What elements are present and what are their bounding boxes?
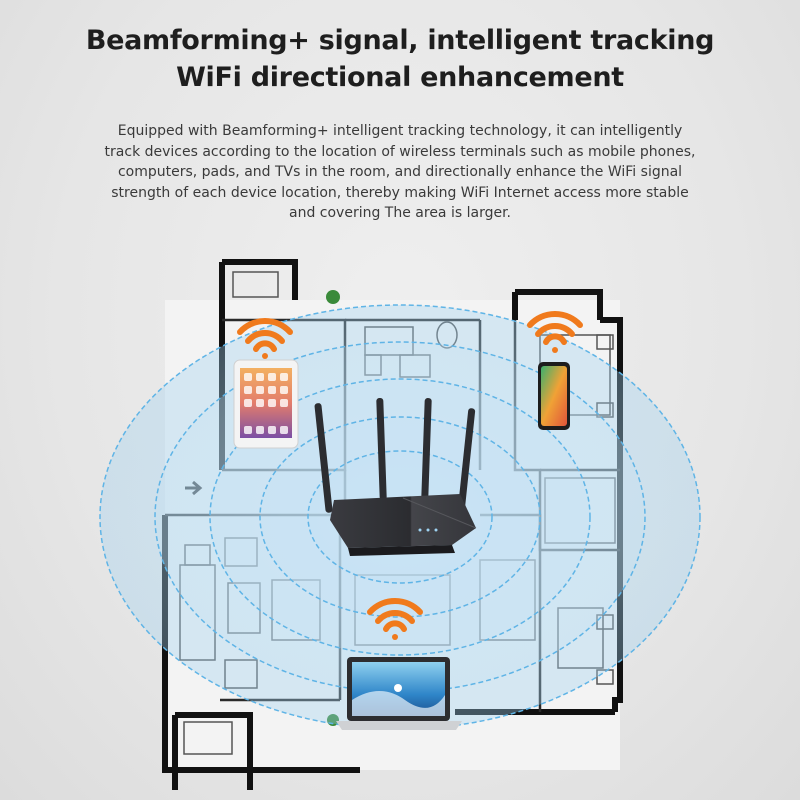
laptop [336,657,462,730]
description-line-5: and covering The area is larger. [289,205,511,221]
router [314,397,477,556]
description-text: Equipped with Beamforming+ intelligent t… [80,121,720,224]
wifi-signal-icon [367,598,423,640]
description-line-3: computers, pads, and TVs in the room, an… [117,164,683,180]
tablet [233,359,299,449]
description-line-1: Equipped with Beamforming+ intelligent t… [117,123,683,139]
smartphone [538,362,570,430]
description-line-4: strength of each device location, thereb… [111,184,689,201]
page-title: Beamforming+ signal, intelligent trackin… [0,22,800,96]
wifi-signal-icon [527,311,583,353]
description-line-2: track devices according to the location … [104,143,696,160]
wifi-signal-icon [237,318,293,359]
title-line-2: WiFi directional enhancement [176,62,624,93]
title-line-1: Beamforming+ signal, intelligent trackin… [85,25,715,56]
